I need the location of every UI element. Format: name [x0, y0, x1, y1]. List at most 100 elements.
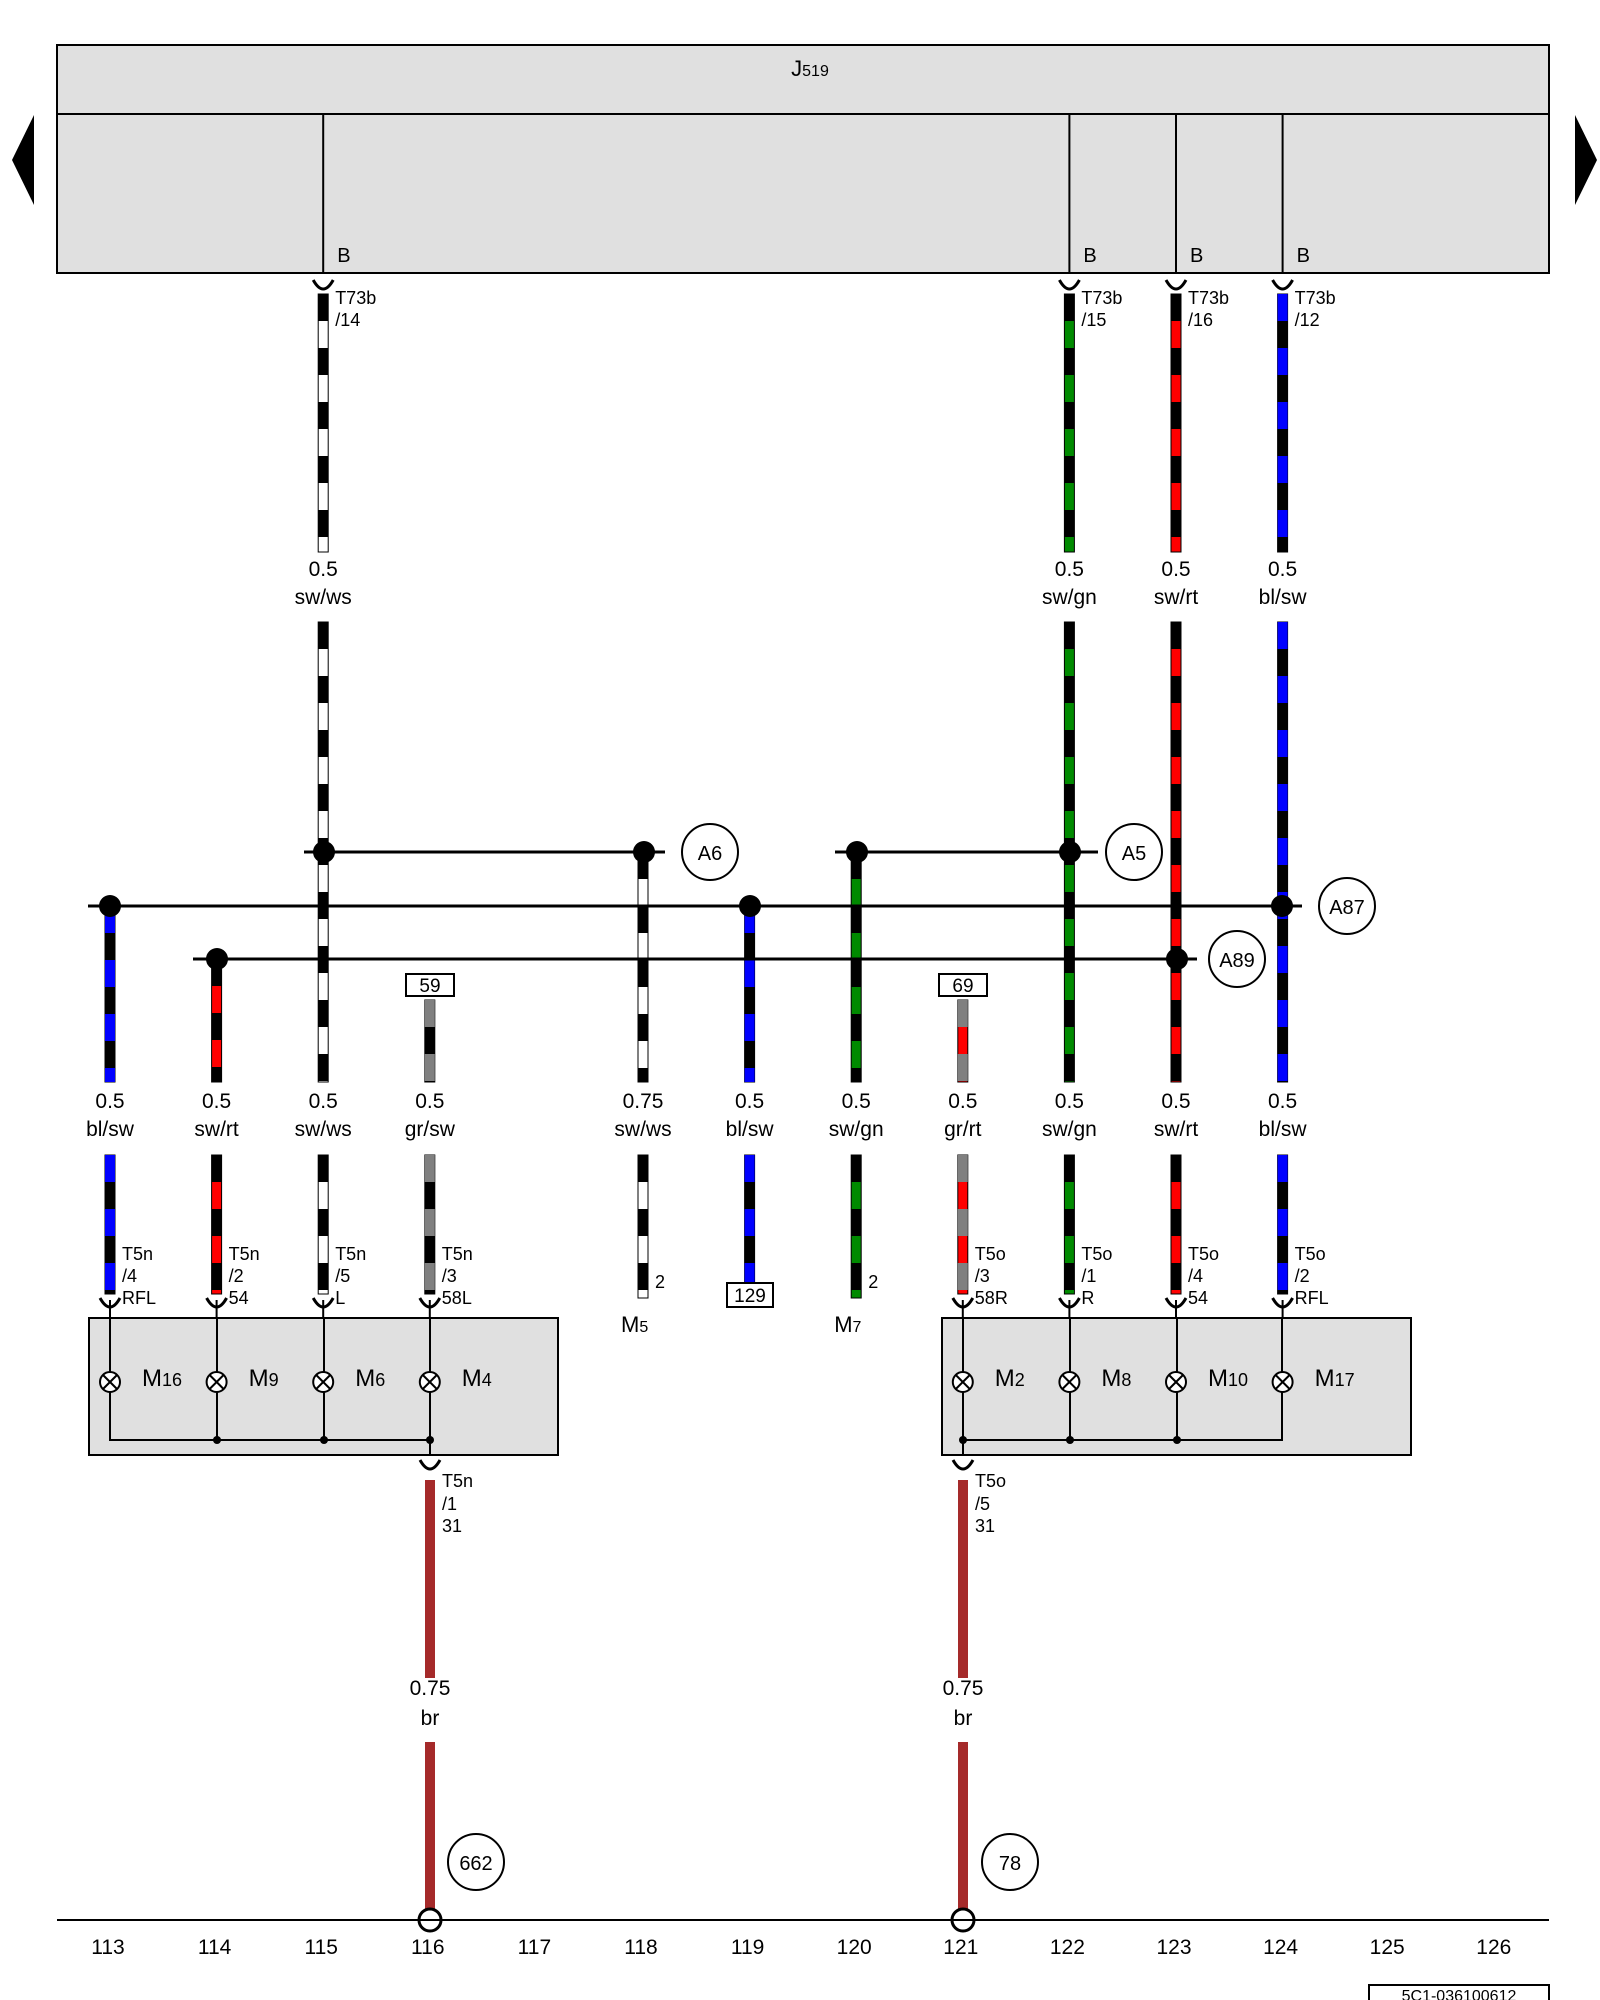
reference-69: 69	[952, 976, 973, 997]
top-connector-label: T73b	[1188, 288, 1229, 308]
document-id-box: 5C1-036100612	[1368, 1984, 1550, 2000]
ground-point-78: 78	[999, 1853, 1021, 1875]
lower-wire	[1170, 1154, 1182, 1295]
lower-func-label: 58L	[442, 1288, 472, 1308]
column-number: 125	[1370, 1936, 1405, 1959]
component-label: M5	[621, 1312, 648, 1337]
lower-wire	[317, 1154, 329, 1295]
lamp-label: M8	[1101, 1365, 1131, 1392]
lamp-m8: M8	[1058, 1365, 1131, 1393]
lower-connector-label: T5o	[1295, 1244, 1326, 1264]
lamp-label: M16	[142, 1365, 182, 1392]
lower-wire-size: 0.5	[842, 1090, 871, 1113]
ground-left-color: br	[421, 1707, 440, 1730]
connector-cup	[1058, 279, 1081, 291]
wires: BT73b/140.5sw/wsBT73b/150.5sw/gnBT73b/16…	[86, 114, 1336, 1337]
top-wire-size: 0.5	[1055, 558, 1084, 581]
column-number: 116	[411, 1936, 444, 1959]
lower-wire	[211, 1154, 223, 1295]
lower-func-label: L	[335, 1288, 345, 1308]
lower-wire-size: 0.75	[623, 1090, 664, 1113]
lower-wire	[104, 1154, 116, 1295]
lamp-label: M4	[462, 1365, 492, 1392]
ground-left-pin: /1	[442, 1494, 457, 1514]
lamp-label: M10	[1208, 1365, 1248, 1392]
lower-pin-label: /2	[1295, 1266, 1310, 1286]
branch-wire	[744, 905, 756, 1083]
column-number: 122	[1050, 1936, 1085, 1959]
top-wire-size: 0.5	[309, 558, 338, 581]
component-pin-label: 2	[868, 1272, 878, 1292]
top-pin-label: /12	[1295, 310, 1320, 330]
lower-wire-color: sw/gn	[1042, 1118, 1097, 1141]
lamp-m4: M4	[418, 1365, 492, 1393]
lower-wire	[637, 1154, 649, 1299]
lamp-m2: M2	[951, 1365, 1025, 1393]
junction-labels: A6 A5 A87 A89	[681, 823, 1376, 988]
lower-wire-size: 0.5	[1055, 1090, 1084, 1113]
document-id: 5C1-036100612	[1402, 1988, 1517, 2000]
top-pin-label: /16	[1188, 310, 1213, 330]
column-number: 121	[943, 1936, 978, 1959]
lamp-m16: M16	[99, 1365, 182, 1393]
top-wire-color: sw/gn	[1042, 586, 1097, 609]
lower-wire	[957, 1154, 969, 1295]
column-number: 113	[91, 1936, 124, 1959]
top-wire	[1170, 293, 1182, 553]
lower-connector-label: T5o	[975, 1244, 1006, 1264]
lower-wire-size: 0.5	[735, 1090, 764, 1113]
ground-wire-left: T5n /1 31 0.75 br 662	[410, 1459, 505, 1933]
lamp-m10: M10	[1165, 1365, 1248, 1393]
lamp-label: M17	[1315, 1365, 1355, 1392]
lower-wire-color: bl/sw	[86, 1118, 135, 1141]
lower-wire-size: 0.5	[309, 1090, 338, 1113]
lower-pin-label: /4	[122, 1266, 137, 1286]
lower-wire-color: sw/ws	[295, 1118, 352, 1141]
branch-wire	[637, 851, 649, 1083]
ground-right-pin: /5	[975, 1494, 990, 1514]
ground-point-662: 662	[459, 1853, 492, 1875]
control-unit: J519	[56, 44, 1550, 274]
branch-wire	[424, 999, 436, 1083]
column-number: 114	[198, 1936, 232, 1959]
top-connector-label: T73b	[1081, 288, 1122, 308]
top-wire	[1063, 293, 1075, 553]
lower-pin-label: /2	[229, 1266, 244, 1286]
previous-page-arrow[interactable]	[12, 115, 34, 205]
next-page-arrow[interactable]	[1575, 115, 1597, 205]
junction-A6: A6	[698, 843, 722, 865]
lower-wire	[1063, 1154, 1075, 1295]
junction-buses	[88, 850, 1302, 961]
ground-wire-right: T5o /5 31 0.75 br 78	[943, 1459, 1039, 1933]
branch-wire	[104, 905, 116, 1083]
column-number: 126	[1476, 1936, 1511, 1959]
junction-A5: A5	[1122, 843, 1146, 865]
lower-connector-label: T5n	[122, 1244, 153, 1264]
top-wire	[1277, 293, 1289, 553]
lower-connector-label: T5o	[1081, 1244, 1112, 1264]
lower-wire	[850, 1154, 862, 1299]
lower-func-label: RFL	[122, 1288, 156, 1308]
ground-right-color: br	[954, 1707, 973, 1730]
lower-wire-color: sw/gn	[829, 1118, 884, 1141]
column-number: 115	[304, 1936, 337, 1959]
lower-pin-label: /1	[1081, 1266, 1096, 1286]
ground-right-size: 0.75	[943, 1677, 984, 1700]
connector-cup	[311, 279, 335, 291]
column-number: 120	[837, 1936, 872, 1959]
control-unit-label: J519	[791, 56, 829, 81]
lower-wire-color: sw/rt	[1154, 1118, 1198, 1141]
lower-wire-color: bl/sw	[1259, 1118, 1308, 1141]
top-pin-label: /15	[1081, 310, 1106, 330]
mid-wire	[1277, 621, 1289, 1083]
component-pin-label: 2	[655, 1272, 665, 1292]
lower-wire-size: 0.5	[1161, 1090, 1190, 1113]
pin-letter: B	[1190, 245, 1203, 267]
top-wire-color: sw/ws	[295, 586, 352, 609]
lower-wire	[424, 1154, 436, 1295]
lower-wire-color: sw/ws	[614, 1118, 671, 1141]
top-pin-label: /14	[335, 310, 360, 330]
lamp-m6: M6	[312, 1365, 385, 1393]
